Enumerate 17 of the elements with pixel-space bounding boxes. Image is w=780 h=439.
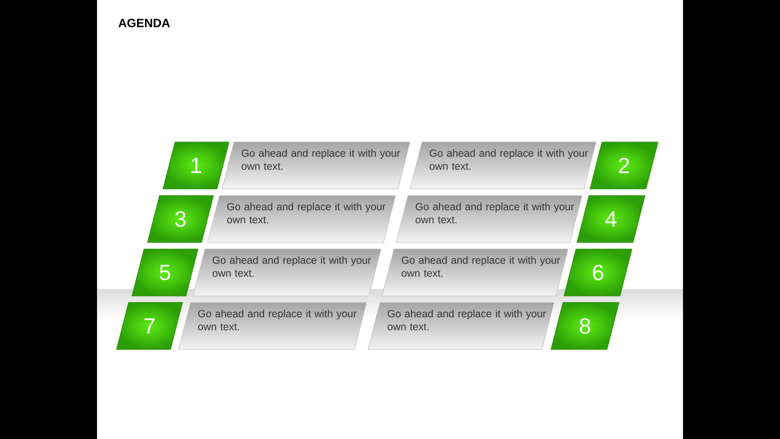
number-tile: 3 — [147, 195, 214, 243]
number-tile: 7 — [116, 302, 183, 350]
text-panel: Go ahead and replace it with your own text. — [368, 302, 554, 350]
title: AGENDA — [118, 18, 170, 28]
number-tile: 8 — [550, 302, 620, 350]
number-tile: 6 — [564, 248, 632, 296]
text-panel: Go ahead and replace it with your own text. — [396, 195, 582, 243]
number-tile: 5 — [132, 248, 198, 296]
number-tile: 2 — [590, 142, 658, 190]
text-panel: Go ahead and replace it with your own text. — [178, 302, 367, 350]
number-tile: 1 — [162, 142, 230, 190]
text-panel: Go ahead and replace it with your own text. — [222, 142, 410, 190]
text-panel: Go ahead and replace it with your own text. — [410, 142, 596, 190]
text-panel: Go ahead and replace it with your own text. — [192, 248, 382, 296]
text-panel: Go ahead and replace it with your own text. — [382, 248, 568, 296]
number-tile: 4 — [576, 195, 646, 243]
text-panel: Go ahead and replace it with your own text. — [207, 195, 396, 243]
